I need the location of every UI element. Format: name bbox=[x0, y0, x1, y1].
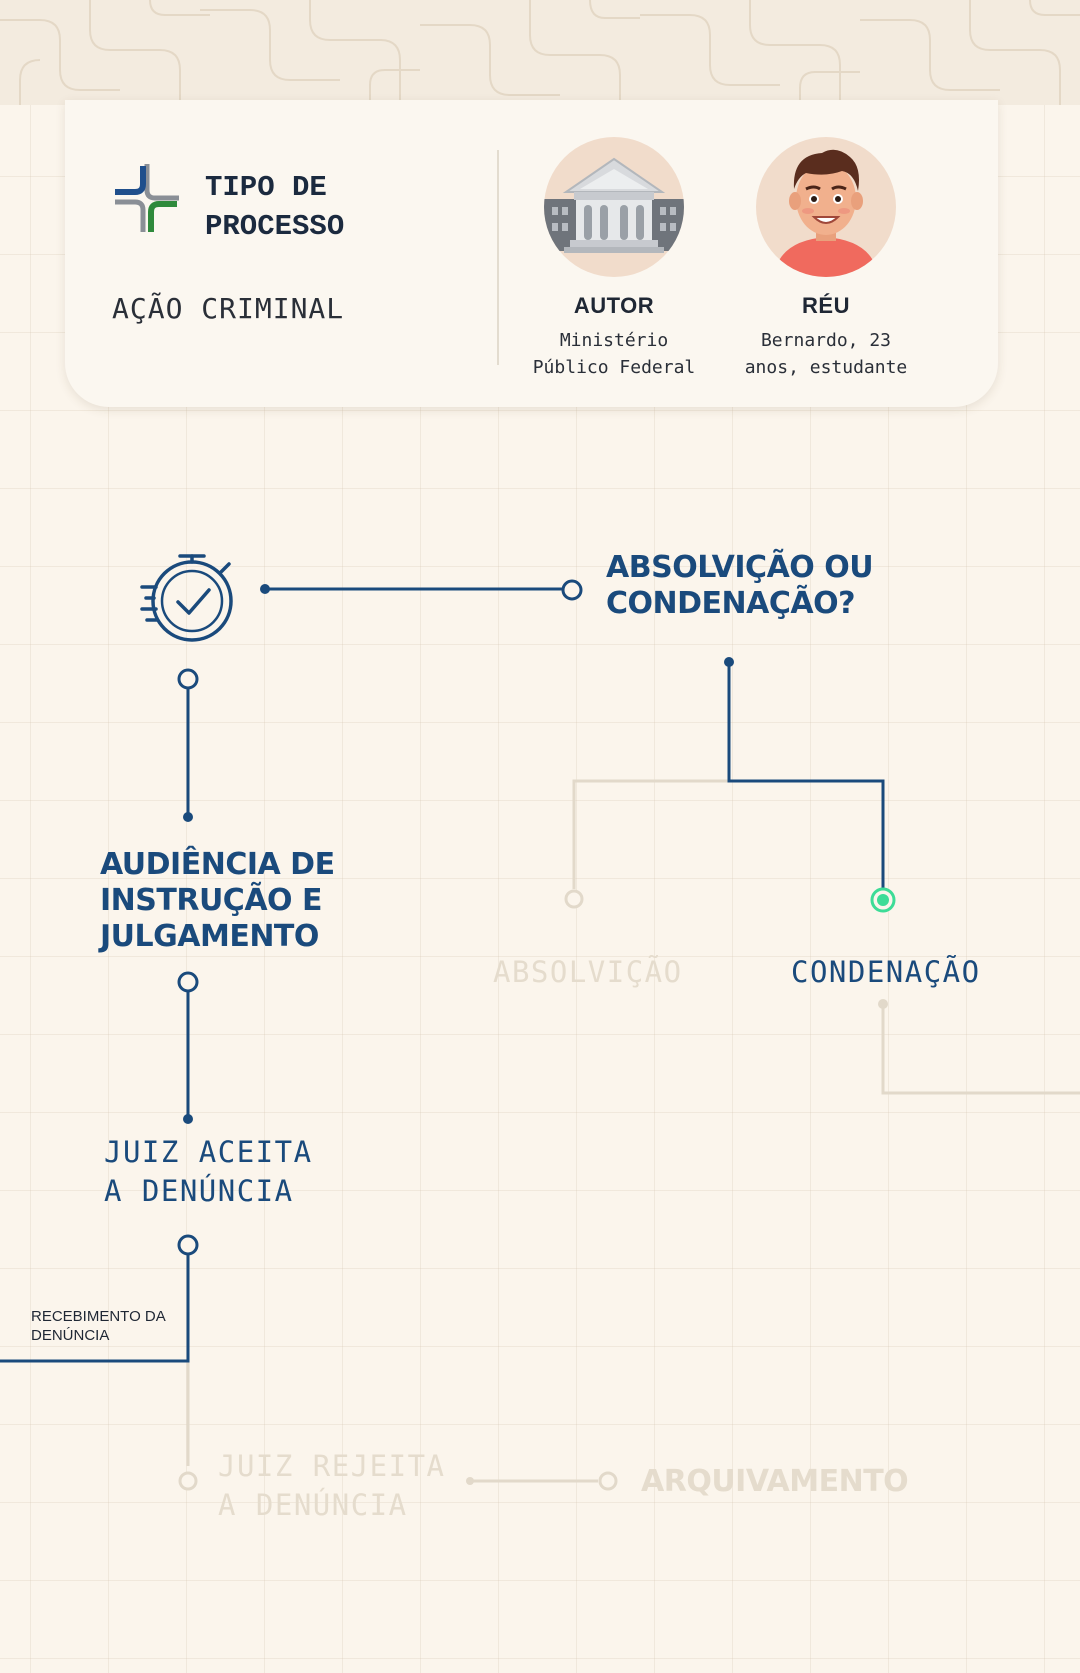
node-conviction-selected-core bbox=[877, 894, 889, 906]
receipt-label: RECEBIMENTO DA DENÚNCIA bbox=[31, 1308, 165, 1344]
stopwatch-check-icon bbox=[140, 554, 233, 642]
archiving-label: ARQUIVAMENTO bbox=[641, 1464, 909, 1499]
node-acquittal bbox=[564, 889, 584, 909]
defendant-description: Bernardo, 23 anos, estudante bbox=[744, 330, 908, 378]
courthouse-icon bbox=[544, 137, 684, 277]
hearing-label: AUDIÊNCIA DE INSTRUÇÃO E JULGAMENTO bbox=[100, 847, 335, 954]
author-description: Ministério Público Federal bbox=[532, 330, 696, 378]
verdict-question-label: ABSOLVIÇÃO OU CONDENAÇÃO? bbox=[606, 550, 874, 621]
process-info-card: TIPO DE PROCESSO AÇÃO CRIMINAL bbox=[65, 100, 998, 407]
node-accept-dot bbox=[183, 1114, 193, 1124]
node-timer-dot bbox=[260, 584, 270, 594]
judge-rejects-label: JUIZ REJEITA A DENÚNCIA bbox=[218, 1449, 446, 1522]
court-logo-icon bbox=[115, 164, 179, 232]
node-timer bbox=[177, 668, 199, 690]
node-hearing-dot bbox=[183, 812, 193, 822]
connector-conviction-continuation bbox=[881, 1004, 1080, 1095]
conviction-label: CONDENAÇÃO bbox=[791, 955, 981, 989]
card-divider bbox=[497, 150, 499, 365]
node-conviction-continuation-dot bbox=[878, 999, 888, 1009]
connector-receipt bbox=[0, 1254, 190, 1363]
node-question-dot bbox=[724, 657, 734, 667]
acquittal-label: ABSOLVIÇÃO bbox=[493, 955, 683, 989]
node-question bbox=[561, 579, 583, 601]
node-archiving bbox=[598, 1471, 618, 1491]
process-type-value: AÇÃO CRIMINAL bbox=[112, 292, 345, 325]
defendant-role: RÉU bbox=[802, 293, 850, 318]
connector-question-to-conviction bbox=[727, 662, 885, 890]
defendant-party: RÉU Bernardo, 23 anos, estudante bbox=[731, 137, 921, 381]
process-type-title: TIPO DE PROCESSO bbox=[205, 171, 345, 243]
node-receipt bbox=[177, 1234, 199, 1256]
judge-accepts-label: JUIZ ACEITA A DENÚNCIA bbox=[104, 1135, 313, 1208]
node-judge-rejects bbox=[178, 1471, 198, 1491]
defendant-avatar-icon bbox=[756, 137, 896, 277]
author-party: AUTOR Ministério Público Federal bbox=[519, 137, 709, 381]
node-hearing bbox=[177, 971, 199, 993]
header-pattern-banner bbox=[0, 0, 1080, 105]
author-role: AUTOR bbox=[573, 293, 655, 318]
connector-acquittal-branch bbox=[572, 779, 729, 889]
node-rejects-dot bbox=[466, 1477, 474, 1485]
